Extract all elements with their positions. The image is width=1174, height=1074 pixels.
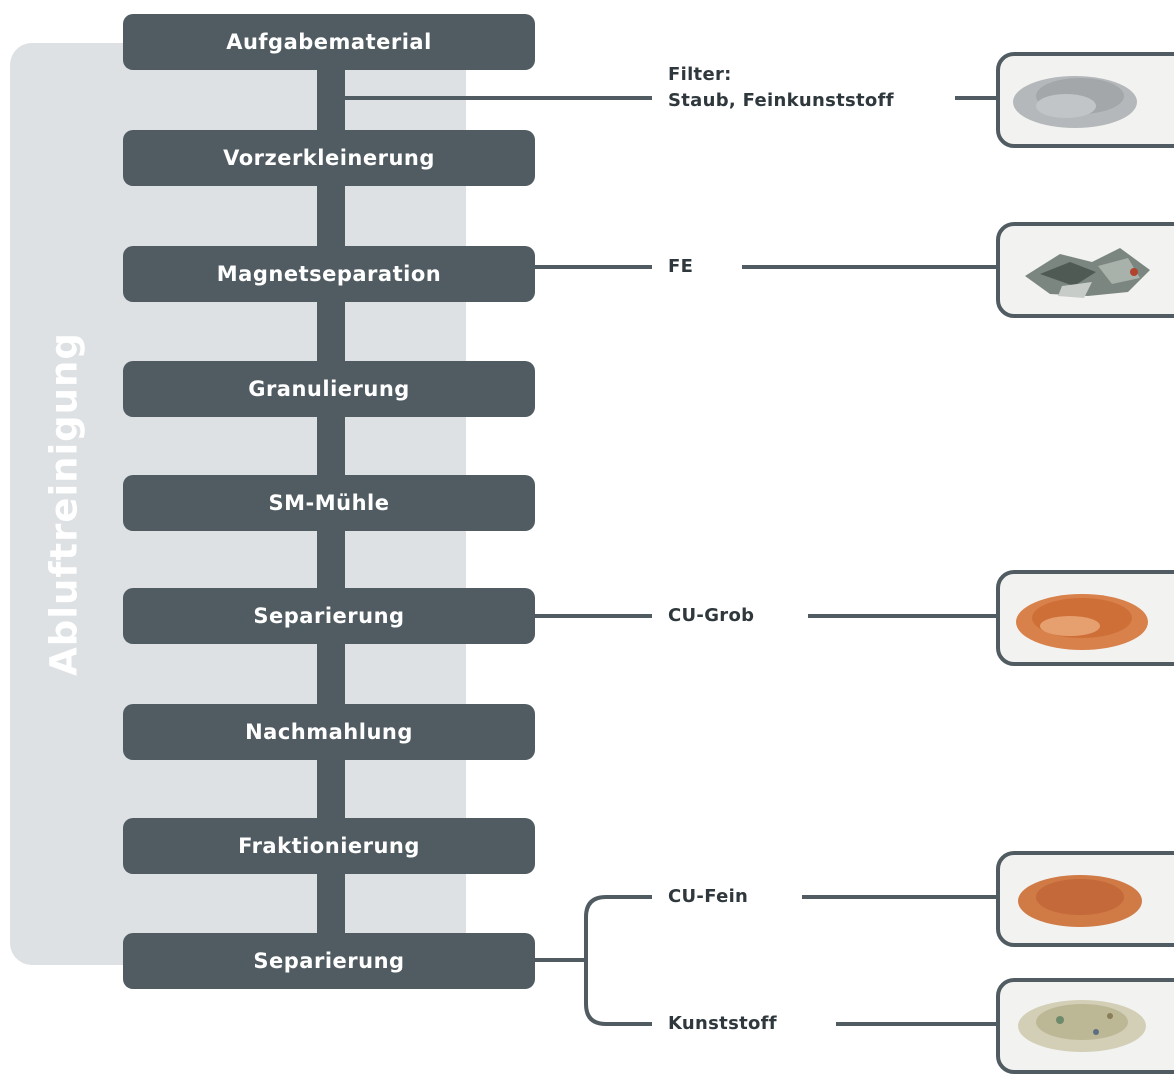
step-sm-muehle: SM-Mühle <box>123 475 535 531</box>
step-separierung-2: Separierung <box>123 933 535 989</box>
step-fraktionierung: Fraktionierung <box>123 818 535 874</box>
step-granulierung: Granulierung <box>123 361 535 417</box>
step-nachmahlung: Nachmahlung <box>123 704 535 760</box>
dust-photo <box>996 52 1174 148</box>
output-filter-line2: Staub, Feinkunststoff <box>668 90 894 111</box>
output-cu-grob-label: CU-Grob <box>668 605 755 626</box>
output-filter-label: Filter: Staub, Feinkunststoff <box>668 62 894 114</box>
copper-coarse-photo <box>996 570 1174 666</box>
plastic-granulate-photo <box>996 978 1174 1074</box>
connector-split-bracket <box>584 895 652 1026</box>
step-aufgabematerial: Aufgabematerial <box>123 14 535 70</box>
step-separierung-1: Separierung <box>123 588 535 644</box>
output-cu-fein-label: CU-Fein <box>668 886 749 907</box>
output-filter-line1: Filter: <box>668 64 732 85</box>
output-kunststoff-label: Kunststoff <box>668 1013 777 1034</box>
copper-fine-photo <box>996 851 1174 947</box>
scrap-metal-photo <box>996 222 1174 318</box>
output-fe-label: FE <box>668 256 694 277</box>
step-vorzerkleinerung: Vorzerkleinerung <box>123 130 535 186</box>
step-magnetseparation: Magnetseparation <box>123 246 535 302</box>
